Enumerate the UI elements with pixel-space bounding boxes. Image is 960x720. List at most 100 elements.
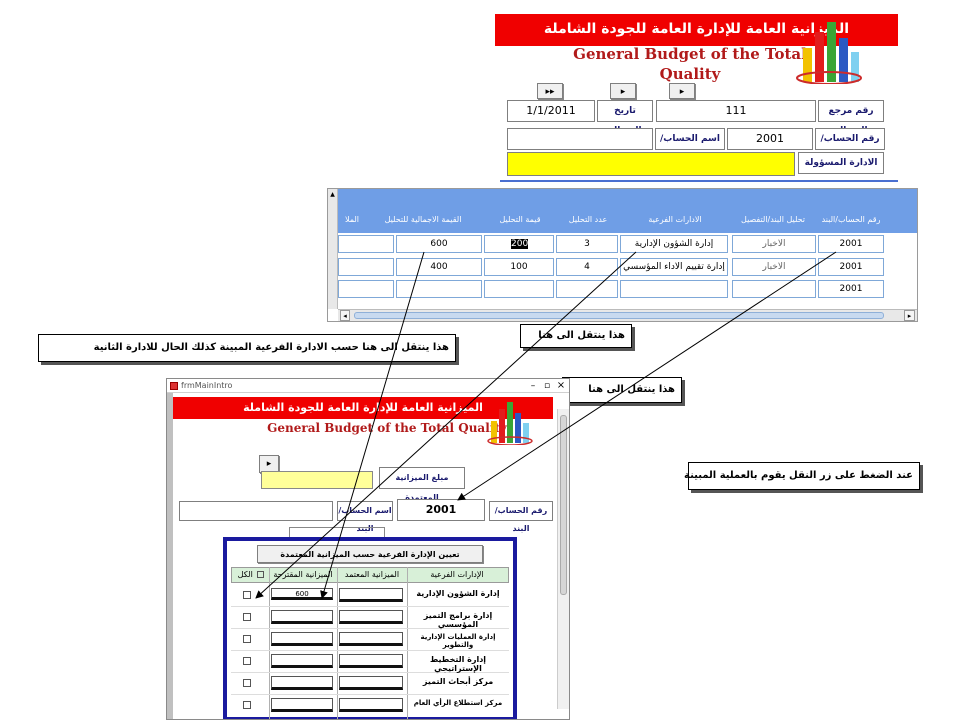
subform-proposed-field[interactable] — [271, 654, 333, 668]
date-field[interactable]: 1/1/2011 — [507, 100, 595, 122]
grid-header — [328, 189, 917, 233]
subform-approved-field[interactable] — [339, 676, 403, 690]
subform-col-depts: الإدارات الفرعية — [430, 570, 484, 579]
window-title: frmMainIntro — [181, 381, 233, 390]
minimize-icon[interactable]: – — [530, 381, 536, 391]
subform-row: إدارة العمليات الإدارية والتطوير — [231, 629, 509, 651]
grid-cell-dept[interactable] — [620, 280, 728, 298]
row-checkbox[interactable] — [243, 635, 251, 643]
subform-proposed-field[interactable] — [271, 698, 333, 712]
subform-approved-field[interactable] — [339, 632, 403, 646]
subform-col-divider — [407, 567, 408, 719]
subform-dept-name: إدارة العمليات الإدارية والتطوير — [420, 633, 496, 649]
grid-cell-notes[interactable] — [338, 235, 394, 253]
subform-approved-field[interactable] — [339, 610, 403, 624]
acct-no-field[interactable]: 2001 — [727, 128, 813, 150]
maximize-icon[interactable]: ▫ — [543, 381, 551, 391]
subform-approved-field[interactable] — [339, 588, 403, 602]
subform-dept-name: مركز أبحاث التميز — [422, 677, 494, 686]
row-checkbox[interactable] — [243, 613, 251, 621]
grid-cell-notes[interactable] — [338, 280, 394, 298]
dept-field[interactable] — [507, 152, 795, 176]
grid-cell-dept[interactable]: إدارة تقييم الاداء المؤسسي — [620, 258, 728, 276]
subform-frame: تعيين الإدارة الفرعية حسب الميزانية المع… — [223, 537, 517, 719]
col-header-item-analysis: تحليل البند/التفصيل — [741, 215, 805, 224]
subform-approved-field[interactable] — [339, 654, 403, 668]
grid-horizontal-scrollbar[interactable]: ◂ ▸ — [338, 309, 917, 321]
scroll-right-icon[interactable]: ▸ — [904, 310, 915, 321]
row-checkbox[interactable] — [243, 657, 251, 665]
ref-no-field[interactable]: 111 — [656, 100, 816, 122]
dept-label: الادارة المسؤولة — [798, 152, 884, 174]
close-icon[interactable]: × — [556, 380, 566, 391]
subform-col-divider — [337, 567, 338, 719]
select-all-checkbox[interactable] — [257, 571, 265, 578]
nav-last-button[interactable]: ▸▸ — [537, 83, 563, 99]
acct-no-field[interactable]: 2001 — [397, 499, 485, 521]
subform-row: إدارة التخطيط الإستراتيجي — [231, 651, 509, 673]
nav-prev-button[interactable]: ▸ — [669, 83, 695, 99]
scroll-left-icon[interactable]: ◂ — [340, 310, 350, 321]
grid-cell-acct[interactable]: 2001 — [818, 258, 884, 276]
grid-cell-value[interactable] — [484, 280, 554, 298]
subform-proposed-field[interactable] — [271, 632, 333, 646]
subform-col-proposed: الميزانية المقترحة — [273, 570, 333, 579]
bar-chart-logo-icon — [487, 402, 533, 445]
arrow-acct-to-form — [457, 251, 837, 501]
grid-vertical-scrollbar[interactable]: ▲ — [328, 189, 338, 309]
subform-title: تعيين الإدارة الفرعية حسب الميزانية المع… — [257, 545, 483, 563]
col-header-sub-depts: الادارات الفرعية — [648, 215, 702, 224]
subform-col-approved: الميزانية المعتمد — [344, 570, 400, 579]
grid-cell-total[interactable]: 600 — [396, 235, 482, 253]
grid-cell-total[interactable]: 400 — [396, 258, 482, 276]
subform-row: مركز استطلاع الرأي العام — [231, 695, 509, 717]
form-left-border — [167, 393, 173, 719]
grid-cell-analysis[interactable] — [732, 280, 816, 298]
subform-header — [231, 567, 509, 583]
grid-cell-count[interactable]: 3 — [556, 235, 618, 253]
grid-cell-dept[interactable]: إدارة الشؤون الإدارية — [620, 235, 728, 253]
scroll-up-icon[interactable]: ▲ — [330, 191, 335, 198]
grid-cell-value[interactable]: 200 — [484, 235, 554, 253]
grid-cell-count[interactable]: 4 — [556, 258, 618, 276]
row-checkbox[interactable] — [243, 679, 251, 687]
hidden-row-field — [289, 527, 385, 537]
subform-approved-field[interactable] — [339, 698, 403, 712]
grid-cell-notes[interactable] — [338, 258, 394, 276]
subform-dept-name: إدارة برامج التميز المؤسسي — [423, 611, 493, 629]
acct-name-field[interactable] — [179, 501, 333, 521]
form-vertical-scrollbar[interactable] — [557, 409, 569, 709]
grid-cell-count[interactable] — [556, 280, 618, 298]
subform-col-all-label: الكل — [237, 570, 253, 579]
subform-row: مركز أبحاث التميز — [231, 673, 509, 695]
scroll-thumb[interactable] — [354, 312, 884, 319]
subform-row: إدارة برامج التميز المؤسسي — [231, 607, 509, 629]
acct-name-field[interactable] — [507, 128, 653, 150]
grid-cell-value[interactable]: 100 — [484, 258, 554, 276]
subform-dept-name: مركز استطلاع الرأي العام — [413, 699, 503, 707]
subform-col-divider — [269, 567, 270, 719]
form-scroll-thumb[interactable] — [560, 415, 567, 595]
subform-row: إدارة الشؤون الإدارية 600 — [231, 585, 509, 607]
form-icon — [170, 382, 178, 390]
acct-name-label: اسم الحساب/ البند — [337, 501, 393, 533]
grid-cell-acct[interactable]: 2001 — [818, 280, 884, 298]
grid-cell-acct[interactable]: 2001 — [818, 235, 884, 253]
subform-proposed-field[interactable] — [271, 676, 333, 690]
col-header-analysis-value: قيمة التحليل — [499, 215, 541, 224]
approved-budget-field[interactable] — [261, 471, 373, 489]
callout-note-3: هذا ينتقل الى هنا — [562, 377, 682, 403]
grid-cell-analysis[interactable]: الاخبار — [732, 235, 816, 253]
subform-proposed-field[interactable]: 600 — [271, 588, 333, 600]
row-checkbox[interactable] — [243, 701, 251, 709]
col-header-acct-no: رقم الحساب/البند — [821, 215, 881, 224]
grid-cell-analysis[interactable]: الاخبار — [732, 258, 816, 276]
subform-proposed-field[interactable] — [271, 610, 333, 624]
top-form-divider — [500, 180, 898, 182]
subform-col-all: الكل — [233, 568, 269, 582]
row-checkbox[interactable] — [243, 591, 251, 599]
nav-next-button[interactable]: ▸ — [610, 83, 636, 99]
grid-cell-total[interactable] — [396, 280, 482, 298]
arrow-total-to-proposed — [320, 251, 425, 599]
